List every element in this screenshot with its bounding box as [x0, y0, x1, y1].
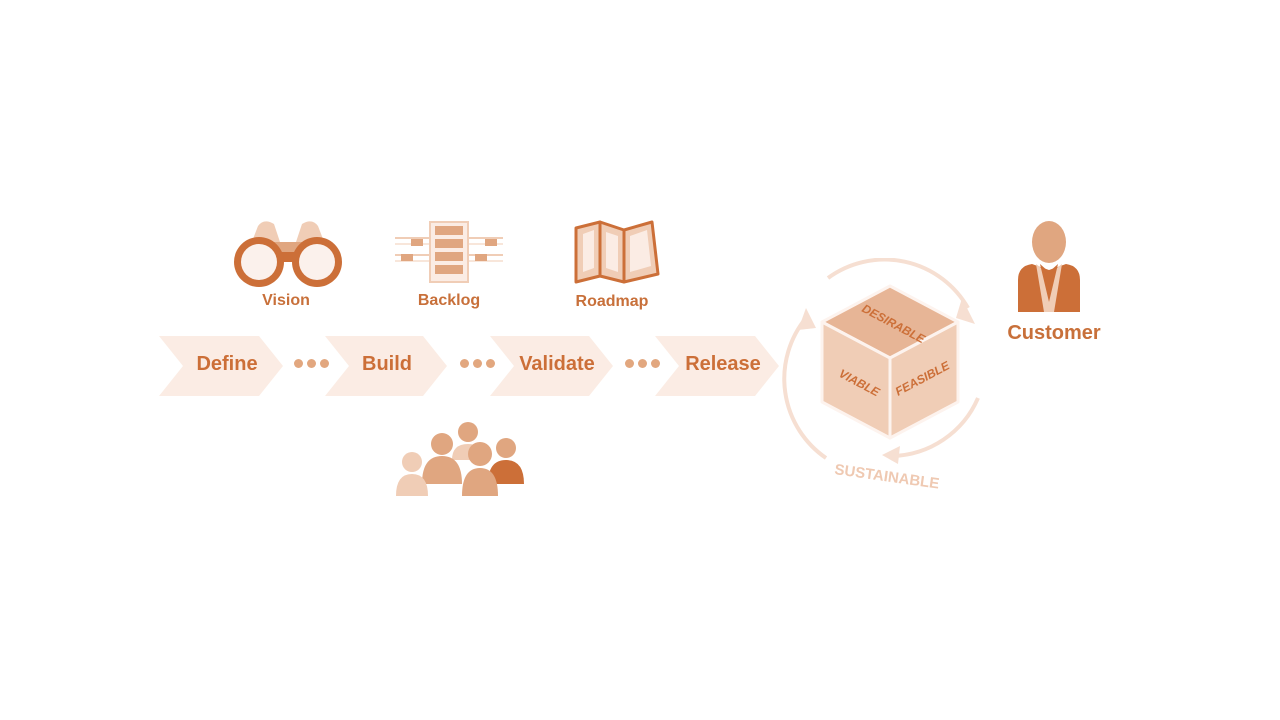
customer-label: Customer	[1007, 322, 1101, 344]
chevron-validate	[490, 336, 613, 396]
process-chevrons	[159, 336, 779, 396]
cycle-arrow	[891, 397, 980, 458]
stage-build: Build	[362, 353, 412, 375]
chevron-build	[325, 336, 447, 396]
person-icon	[1018, 221, 1080, 312]
dots-connector	[625, 359, 665, 371]
cycle-arrow	[782, 316, 828, 460]
stage-define: Define	[196, 353, 258, 375]
backlog-icon	[395, 221, 503, 283]
team-icon	[396, 422, 524, 496]
map-icon	[574, 220, 660, 284]
binoculars-icon	[234, 221, 342, 287]
product-cube: DESIRABLE VIABLE FEASIBLE SUSTAINABLE	[782, 258, 980, 493]
chevron-release	[655, 336, 779, 396]
chevron-define	[159, 336, 283, 396]
cycle-arrow	[826, 258, 970, 309]
stage-validate: Validate	[519, 353, 595, 375]
cycle-sustainable: SUSTAINABLE	[833, 461, 940, 493]
vision-label: Vision	[262, 292, 310, 309]
stage-release: Release	[685, 353, 761, 375]
roadmap-label: Roadmap	[575, 293, 649, 310]
dots-connector	[460, 359, 500, 371]
dots-connector	[294, 359, 334, 371]
backlog-label: Backlog	[417, 292, 481, 309]
